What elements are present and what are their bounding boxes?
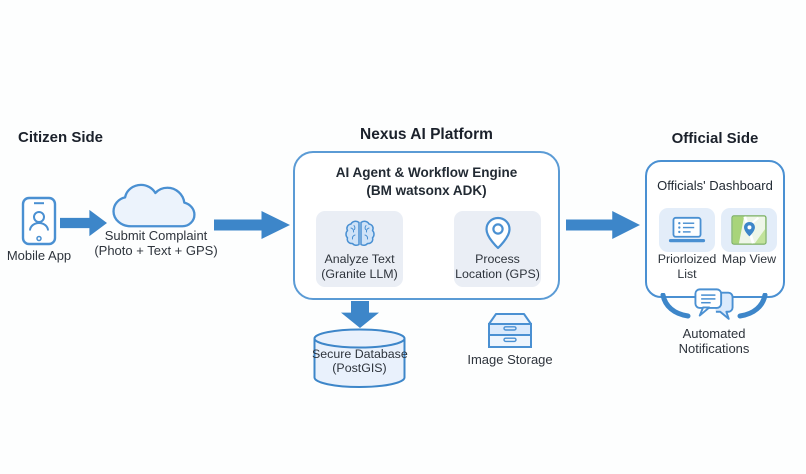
analyze-text-label: Analyze Text (Granite LLM) bbox=[321, 252, 398, 281]
submit-complaint-label: Submit Complaint (Photo + Text + GPS) bbox=[94, 228, 218, 259]
nexus-platform-heading: Nexus AI Platform bbox=[360, 126, 493, 143]
officials-dashboard-box: Officials' Dashboard bbox=[645, 160, 785, 298]
image-storage-label: Image Storage bbox=[467, 352, 553, 367]
mobile-phone-icon bbox=[21, 196, 57, 246]
automated-notifications-label: Automated Notifications bbox=[678, 326, 750, 357]
brain-icon bbox=[344, 219, 376, 247]
right-arrow-icon bbox=[566, 210, 640, 240]
citizen-side-heading: Citizen Side bbox=[18, 129, 104, 146]
official-side-heading: Official Side bbox=[671, 130, 759, 147]
storage-drawers-icon bbox=[487, 312, 533, 349]
down-arrow-icon bbox=[341, 301, 379, 328]
prioritized-list-tile bbox=[659, 208, 715, 252]
curved-arrow-icon bbox=[660, 293, 768, 319]
analyze-text-tile: Analyze Text (Granite LLM) bbox=[316, 211, 403, 287]
ai-engine-box: AI Agent & Workflow Engine (BM watsonx A… bbox=[293, 151, 560, 300]
prioritized-list-label: Priorloized List bbox=[657, 252, 717, 281]
cloud-icon bbox=[108, 181, 198, 233]
location-pin-icon bbox=[484, 216, 512, 250]
mobile-app-label: Mobile App bbox=[6, 248, 72, 263]
process-location-label: Process Location (GPS) bbox=[455, 252, 540, 281]
right-arrow-icon bbox=[60, 209, 107, 237]
laptop-list-icon bbox=[666, 216, 708, 244]
map-icon bbox=[730, 214, 768, 246]
map-view-tile bbox=[721, 208, 777, 252]
process-location-tile: Process Location (GPS) bbox=[454, 211, 541, 287]
database-cylinder-icon bbox=[312, 327, 407, 389]
chat-bubbles-icon bbox=[691, 287, 737, 327]
secure-database-label: Secure Database (PostGIS) bbox=[312, 347, 408, 376]
ai-engine-title: AI Agent & Workflow Engine (BM watsonx A… bbox=[335, 165, 518, 198]
map-view-label: Map View bbox=[721, 252, 777, 266]
officials-dashboard-title: Officials' Dashboard bbox=[657, 178, 773, 193]
right-arrow-icon bbox=[214, 210, 290, 240]
